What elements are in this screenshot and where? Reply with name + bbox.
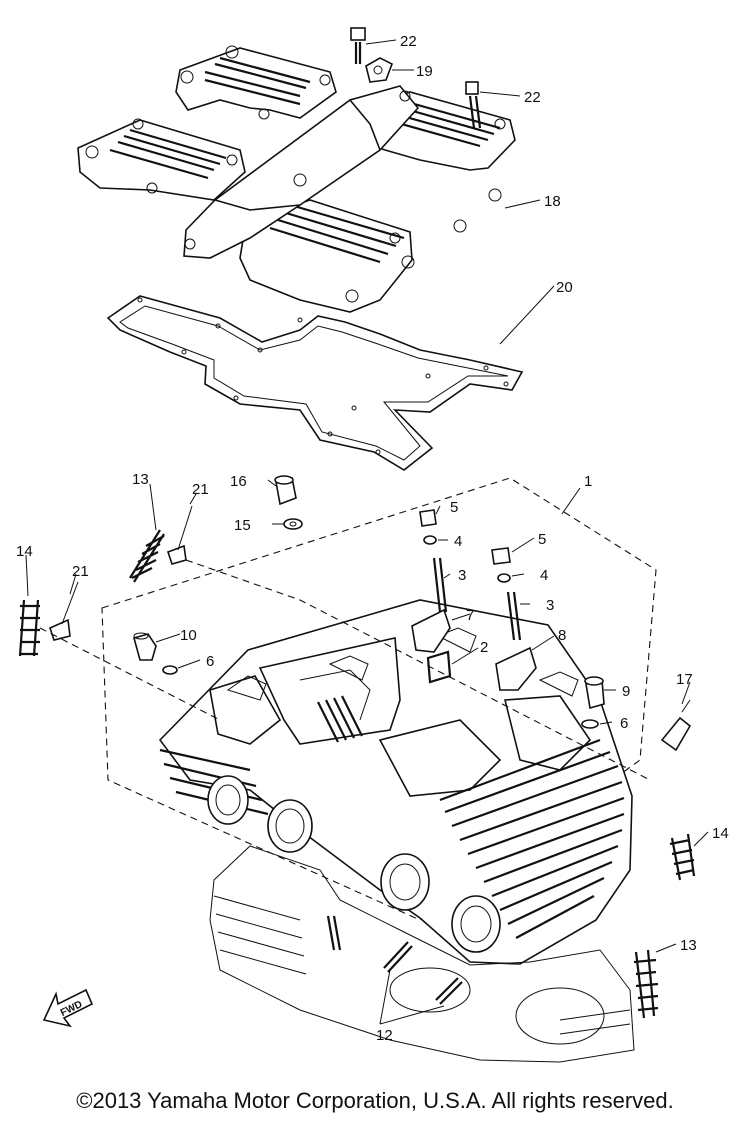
label-9: 9: [622, 683, 630, 700]
spring-13-left: [129, 529, 165, 583]
label-12: 12: [376, 1027, 393, 1044]
label-22: 22: [400, 33, 417, 50]
label-16: 16: [230, 473, 247, 490]
plug-16: [274, 475, 297, 506]
rubber-21-upper: [166, 505, 193, 565]
dowel-left: [326, 915, 342, 951]
cylinder-head-cover: [77, 45, 516, 313]
label-8: 8: [558, 627, 566, 644]
dowel-12-left: [383, 941, 413, 973]
label-14: 14: [16, 543, 33, 560]
cylinder-head: [158, 599, 633, 965]
sensor-17: [660, 699, 692, 752]
label-6: 6: [206, 653, 214, 670]
label-3: 3: [546, 597, 554, 614]
label-20: 20: [556, 279, 573, 296]
o-ring-6-left: [162, 665, 178, 675]
nut-5-left: [419, 509, 437, 527]
stud-3-right: [506, 591, 522, 641]
copyright-notice: ©2013 Yamaha Motor Corporation, U.S.A. A…: [76, 1088, 674, 1113]
label-10: 10: [180, 627, 197, 644]
label-14: 14: [712, 825, 729, 842]
label-1: 1: [584, 473, 592, 490]
label-5: 5: [450, 499, 458, 516]
label-7: 7: [466, 607, 474, 624]
washer-4-left: [423, 535, 437, 545]
label-13: 13: [132, 471, 149, 488]
assembly-outline: [101, 477, 657, 921]
washer-15: [283, 518, 303, 530]
label-4: 4: [540, 567, 548, 584]
cylinder-block: [209, 845, 635, 1063]
rubber-21-lower: [49, 581, 79, 641]
dowel-12-right: [435, 977, 463, 1005]
nut-5-right: [491, 547, 511, 565]
part-labels: 22 19 22 18 20 1 16 15 13 21 14 21 5 4 3…: [16, 33, 729, 1044]
bolt-22-upper: [350, 27, 366, 64]
label-21: 21: [192, 481, 209, 498]
o-ring-6-right: [581, 719, 599, 729]
label-2: 2: [480, 639, 488, 656]
label-15: 15: [234, 517, 251, 534]
fitting-19: [365, 57, 394, 83]
label-5: 5: [538, 531, 546, 548]
spring-13-right: [633, 949, 659, 1019]
label-19: 19: [416, 63, 433, 80]
label-3: 3: [458, 567, 466, 584]
part-2: [426, 650, 452, 684]
washer-4-right: [497, 573, 511, 583]
label-21: 21: [72, 563, 89, 580]
fwd-arrow-icon: FWD: [42, 988, 94, 1028]
bolt-22-right: [465, 81, 482, 129]
stud-3-left: [432, 557, 448, 613]
label-4: 4: [454, 533, 462, 550]
label-22: 22: [524, 89, 541, 106]
spring-14-right: [669, 833, 696, 881]
head-cover-gasket: [106, 295, 524, 471]
spring-14-left: [18, 599, 40, 657]
label-18: 18: [544, 193, 561, 210]
sensor-10: [133, 632, 157, 661]
leader-lines: [25, 39, 709, 1025]
sensor-9: [584, 676, 605, 710]
guide-8: [495, 646, 537, 691]
guide-7: [411, 608, 451, 653]
label-13: 13: [680, 937, 697, 954]
label-17: 17: [676, 671, 693, 688]
label-6: 6: [620, 715, 628, 732]
